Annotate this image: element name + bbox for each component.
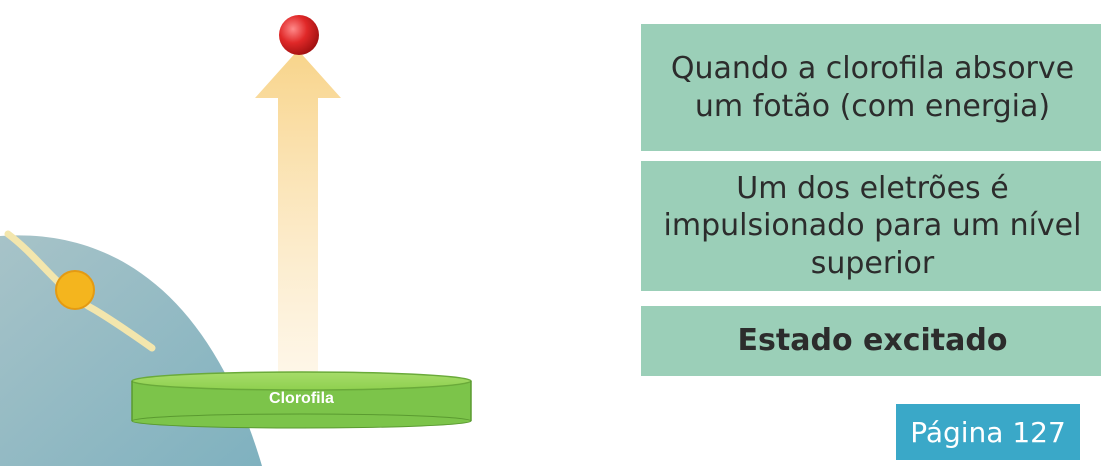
excited-state-text-box: Estado excitado: [641, 306, 1101, 376]
absorption-text-box: Quando a clorofila absorve um fotão (com…: [641, 24, 1101, 151]
box2-line-3: superior: [810, 245, 935, 281]
box1-line-1: Quando a clorofila absorve: [670, 51, 1075, 86]
box1-line-2: um fotão (com energia): [694, 88, 1051, 124]
chlorophyll-disk-bottom: [131, 413, 472, 429]
chlorophyll-disk-top: [131, 371, 472, 391]
orbit-line: [4, 230, 156, 352]
chlorophyll-label: Clorofila: [269, 390, 334, 407]
chlorophyll-excitation-diagram: [0, 15, 472, 466]
page-number-text: Página 127: [910, 415, 1066, 449]
excited-electron: [279, 15, 319, 55]
cell-region: [0, 235, 262, 466]
excited-state-label: Estado excitado: [737, 323, 1008, 359]
box2-line-1: Um dos eletrões é: [736, 170, 1009, 206]
electron-promotion-text-box: Um dos eletrões é impulsionado para um n…: [641, 161, 1101, 291]
page-number-badge: Página 127: [896, 404, 1080, 460]
energy-arrow: [255, 50, 341, 372]
box2-line-2: impulsionado para um nível: [663, 208, 1082, 244]
ground-state-electron: [55, 270, 95, 310]
